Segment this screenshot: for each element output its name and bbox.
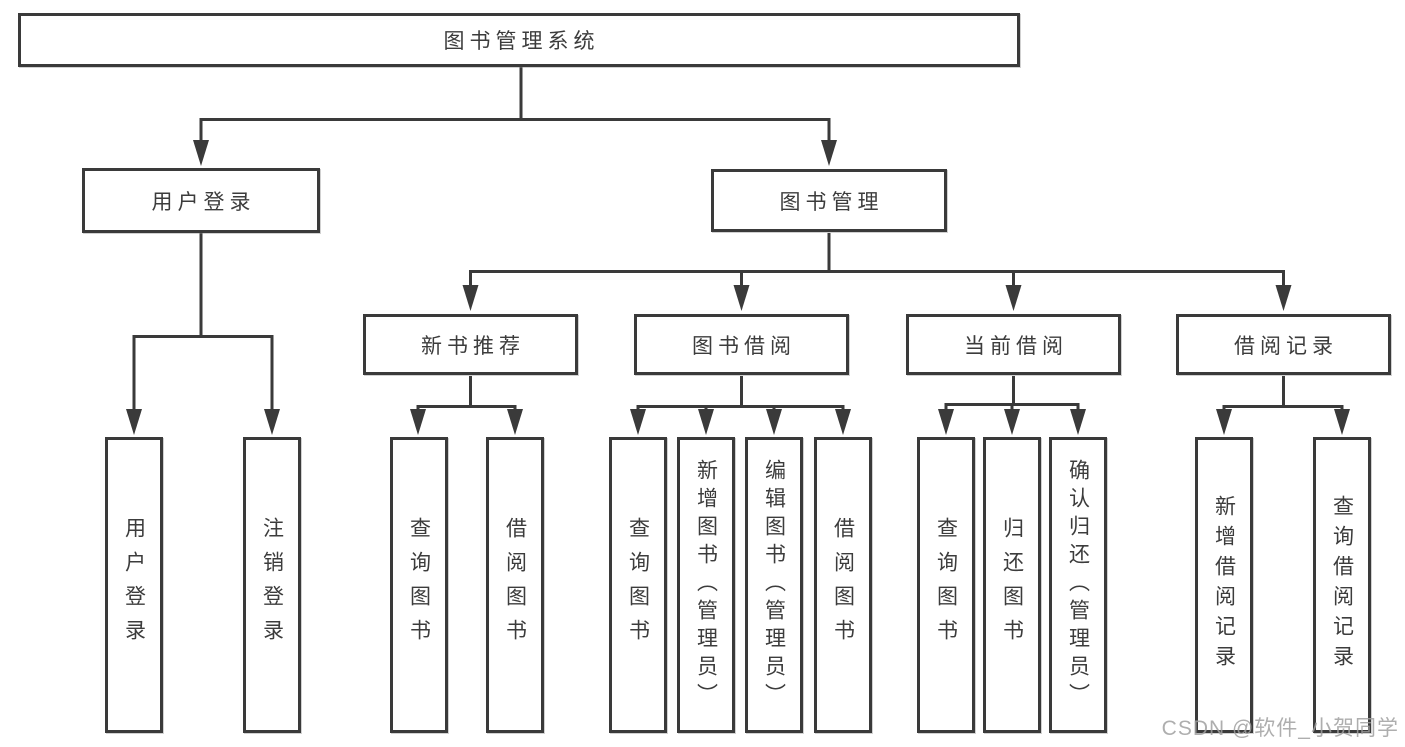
node-user-login-label: 用户登录	[151, 190, 256, 214]
leaf-return-books: 归还图书	[983, 437, 1041, 733]
node-user-login: 用户登录	[82, 168, 320, 233]
leaf-query-books-borrow-label: 查询图书	[626, 517, 650, 653]
node-root-label: 图书管理系统	[443, 30, 600, 53]
node-current-borrow-label: 当前借阅	[964, 334, 1068, 358]
csdn-watermark: CSDN @软件_小贺同学	[1161, 717, 1399, 740]
node-current-borrow: 当前借阅	[906, 314, 1121, 375]
leaf-query-books-recommend: 查询图书	[390, 437, 448, 733]
node-book-borrow: 图书借阅	[634, 314, 849, 375]
leaf-add-books-admin: 新增图书（管理员）	[677, 437, 735, 733]
leaf-add-books-admin-label: 新增图书（管理员）	[694, 459, 718, 711]
leaf-borrow-books: 借阅图书	[814, 437, 872, 733]
node-book-management-label: 图书管理	[779, 190, 884, 214]
leaf-edit-books-admin: 编辑图书（管理员）	[745, 437, 803, 733]
node-new-book-recommend: 新书推荐	[363, 314, 578, 375]
node-root: 图书管理系统	[18, 13, 1020, 67]
leaf-edit-books-admin-label: 编辑图书（管理员）	[762, 459, 786, 711]
leaf-add-borrow-record-label: 新增借阅记录	[1212, 495, 1236, 675]
node-borrow-records-label: 借阅记录	[1234, 334, 1338, 358]
leaf-query-books-current-label: 查询图书	[934, 517, 958, 653]
node-book-management: 图书管理	[711, 169, 947, 232]
leaf-logout: 注销登录	[243, 437, 301, 733]
leaf-confirm-return-admin: 确认归还（管理员）	[1049, 437, 1107, 733]
arrowheads	[126, 140, 1350, 435]
leaf-query-borrow-record: 查询借阅记录	[1313, 437, 1371, 733]
node-borrow-records: 借阅记录	[1176, 314, 1391, 375]
leaf-query-books-current: 查询图书	[917, 437, 975, 733]
leaf-add-borrow-record: 新增借阅记录	[1195, 437, 1253, 733]
leaf-logout-label: 注销登录	[260, 517, 284, 653]
leaf-confirm-return-admin-label: 确认归还（管理员）	[1066, 459, 1090, 711]
leaf-user-login: 用户登录	[105, 437, 163, 733]
node-book-borrow-label: 图书借阅	[692, 334, 796, 358]
leaf-query-borrow-record-label: 查询借阅记录	[1330, 495, 1354, 675]
leaf-query-books-borrow: 查询图书	[609, 437, 667, 733]
leaf-borrow-books-label: 借阅图书	[831, 517, 855, 653]
node-new-book-recommend-label: 新书推荐	[421, 334, 525, 358]
leaf-borrow-books-recommend: 借阅图书	[486, 437, 544, 733]
leaf-return-books-label: 归还图书	[1000, 517, 1024, 653]
leaf-borrow-books-recommend-label: 借阅图书	[503, 517, 527, 653]
leaf-user-login-label: 用户登录	[122, 517, 146, 653]
leaf-query-books-recommend-label: 查询图书	[407, 517, 431, 653]
